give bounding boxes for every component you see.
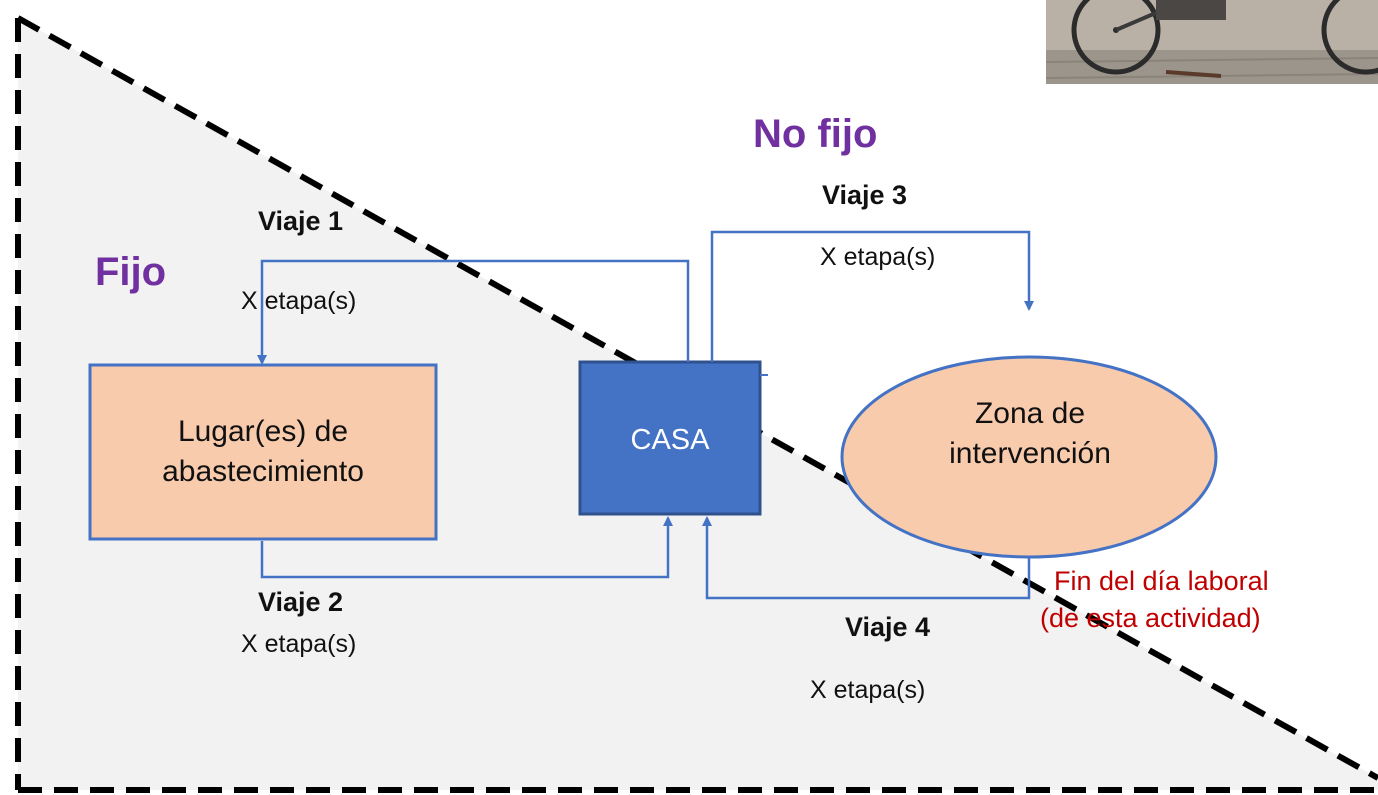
- home-node-label: CASA: [630, 424, 710, 456]
- end-of-day-line-1: Fin del día laboral: [1054, 566, 1269, 596]
- trip-1-connector: [257, 259, 690, 365]
- trip-2-stages: X etapa(s): [241, 630, 357, 658]
- region-label-fixed: Fijo: [95, 250, 167, 294]
- zone-node-ellipse: [840, 355, 1218, 559]
- zone-node-label: Zona de intervención: [949, 397, 1111, 470]
- trip-3-connector: [710, 230, 1034, 362]
- region-label-not-fixed: No fijo: [753, 112, 878, 156]
- end-of-day-line-2: (de esta actividad): [1040, 603, 1261, 633]
- supply-node-label: Lugar(es) de abastecimiento: [162, 415, 364, 488]
- bicycle-photo: [1046, 0, 1378, 84]
- trip-4-label: Viaje 4: [845, 612, 931, 642]
- end-of-day-note: Fin del día laboral (de esta actividad): [1040, 563, 1269, 637]
- supply-node-box: [88, 363, 438, 541]
- trip-3-stages: X etapa(s): [820, 243, 936, 271]
- trip-4-stages: X etapa(s): [810, 676, 926, 704]
- trip-2-label: Viaje 2: [258, 587, 344, 617]
- trip-2-connector: [260, 516, 673, 579]
- trip-4-connector: [702, 516, 1031, 600]
- trip-1-stages: X etapa(s): [241, 287, 357, 315]
- trip-3-label: Viaje 3: [822, 180, 908, 210]
- home-node-box: [578, 360, 762, 516]
- trip-1-label: Viaje 1: [258, 206, 344, 236]
